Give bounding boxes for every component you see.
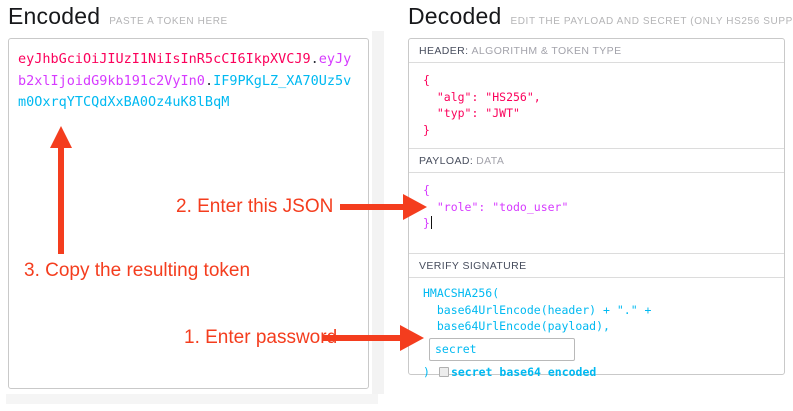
decoded-panel: HEADER:ALGORITHM & TOKEN TYPE { "alg": "… — [408, 38, 785, 379]
token-separator: . — [204, 72, 214, 89]
base64-encoded-checkbox[interactable] — [438, 366, 449, 377]
arrow-right-icon — [400, 325, 424, 351]
header-sublabel: ALGORITHM & TOKEN TYPE — [471, 45, 622, 57]
token-payload-segment: eyJyb2xlIjoidG9kb191c2VyIn0 — [18, 51, 352, 89]
horizontal-scrollbar-gutter[interactable] — [6, 394, 378, 404]
header-section-label: HEADER:ALGORITHM & TOKEN TYPE — [409, 39, 784, 63]
arrow-up-shaft — [58, 147, 64, 254]
code-line: "typ": "JWT" — [423, 106, 520, 120]
encoded-token-input[interactable]: eyJhbGciOiJIUzI1NiIsInR5cCI6IkpXVCJ9.eyJ… — [8, 38, 369, 389]
signature-closing-line: ) secret base64 encoded — [423, 364, 770, 381]
decoded-subtitle: EDIT THE PAYLOAD AND SECRET (ONLY HS256 … — [510, 16, 793, 27]
code-line-text: } — [423, 216, 430, 230]
header-label: HEADER: — [419, 45, 469, 57]
text-cursor — [430, 216, 432, 229]
decoded-header: Decoded EDIT THE PAYLOAD AND SECRET (ONL… — [408, 3, 793, 30]
code-line: { — [423, 73, 430, 87]
base64-checkbox-label: secret base64 encoded — [450, 364, 597, 379]
token-separator: . — [310, 51, 319, 67]
annotation-step3-label: 3. Copy the resulting token — [24, 260, 251, 281]
code-line: "alg": "HS256", — [423, 89, 541, 104]
code-line: "role": "todo_user" — [423, 199, 569, 214]
code-line: } — [423, 215, 770, 232]
verify-signature-label: VERIFY SIGNATURE — [419, 260, 527, 272]
arrow-right-shaft — [322, 335, 400, 341]
arrow-up-icon — [50, 126, 72, 148]
arrow-right-shaft — [340, 204, 403, 210]
payload-label: PAYLOAD: — [419, 155, 474, 167]
vertical-scrollbar-gutter[interactable] — [372, 31, 384, 394]
annotation-step1-label: 1. Enter password — [184, 327, 338, 348]
code-line: HMACSHA256( — [423, 286, 500, 300]
encoded-title: Encoded — [8, 3, 101, 29]
encoded-header: Encoded PASTE A TOKEN HERE — [8, 3, 228, 30]
token-header-segment: eyJhbGciOiJIUzI1NiIsInR5cCI6IkpXVCJ9 — [18, 51, 311, 67]
decoded-title: Decoded — [408, 3, 502, 29]
payload-sublabel: DATA — [476, 155, 505, 167]
signature-editor: HMACSHA256( base64UrlEncode(header) + ".… — [409, 278, 784, 389]
signature-section-label: VERIFY SIGNATURE — [409, 254, 784, 278]
code-line: base64UrlEncode(payload), — [423, 319, 610, 333]
payload-section-label: PAYLOAD:DATA — [409, 149, 784, 173]
annotation-step2-label: 2. Enter this JSON — [176, 196, 334, 217]
code-line: } — [423, 122, 430, 137]
closing-paren: ) — [423, 364, 430, 379]
arrow-right-icon — [403, 194, 427, 220]
code-line: { — [423, 183, 430, 197]
secret-input[interactable] — [429, 337, 575, 361]
encoded-subtitle: PASTE A TOKEN HERE — [109, 16, 228, 27]
code-line: base64UrlEncode(header) + "." + — [423, 302, 652, 317]
payload-json-editor[interactable]: { "role": "todo_user" } — [409, 173, 784, 254]
header-json-editor[interactable]: { "alg": "HS256", "typ": "JWT" } — [409, 63, 784, 149]
token-signature-segment: IF9PKgLZ_XA70Uz5vm0OxrqYTCQdXxBA0Oz4uK8l… — [18, 72, 352, 111]
